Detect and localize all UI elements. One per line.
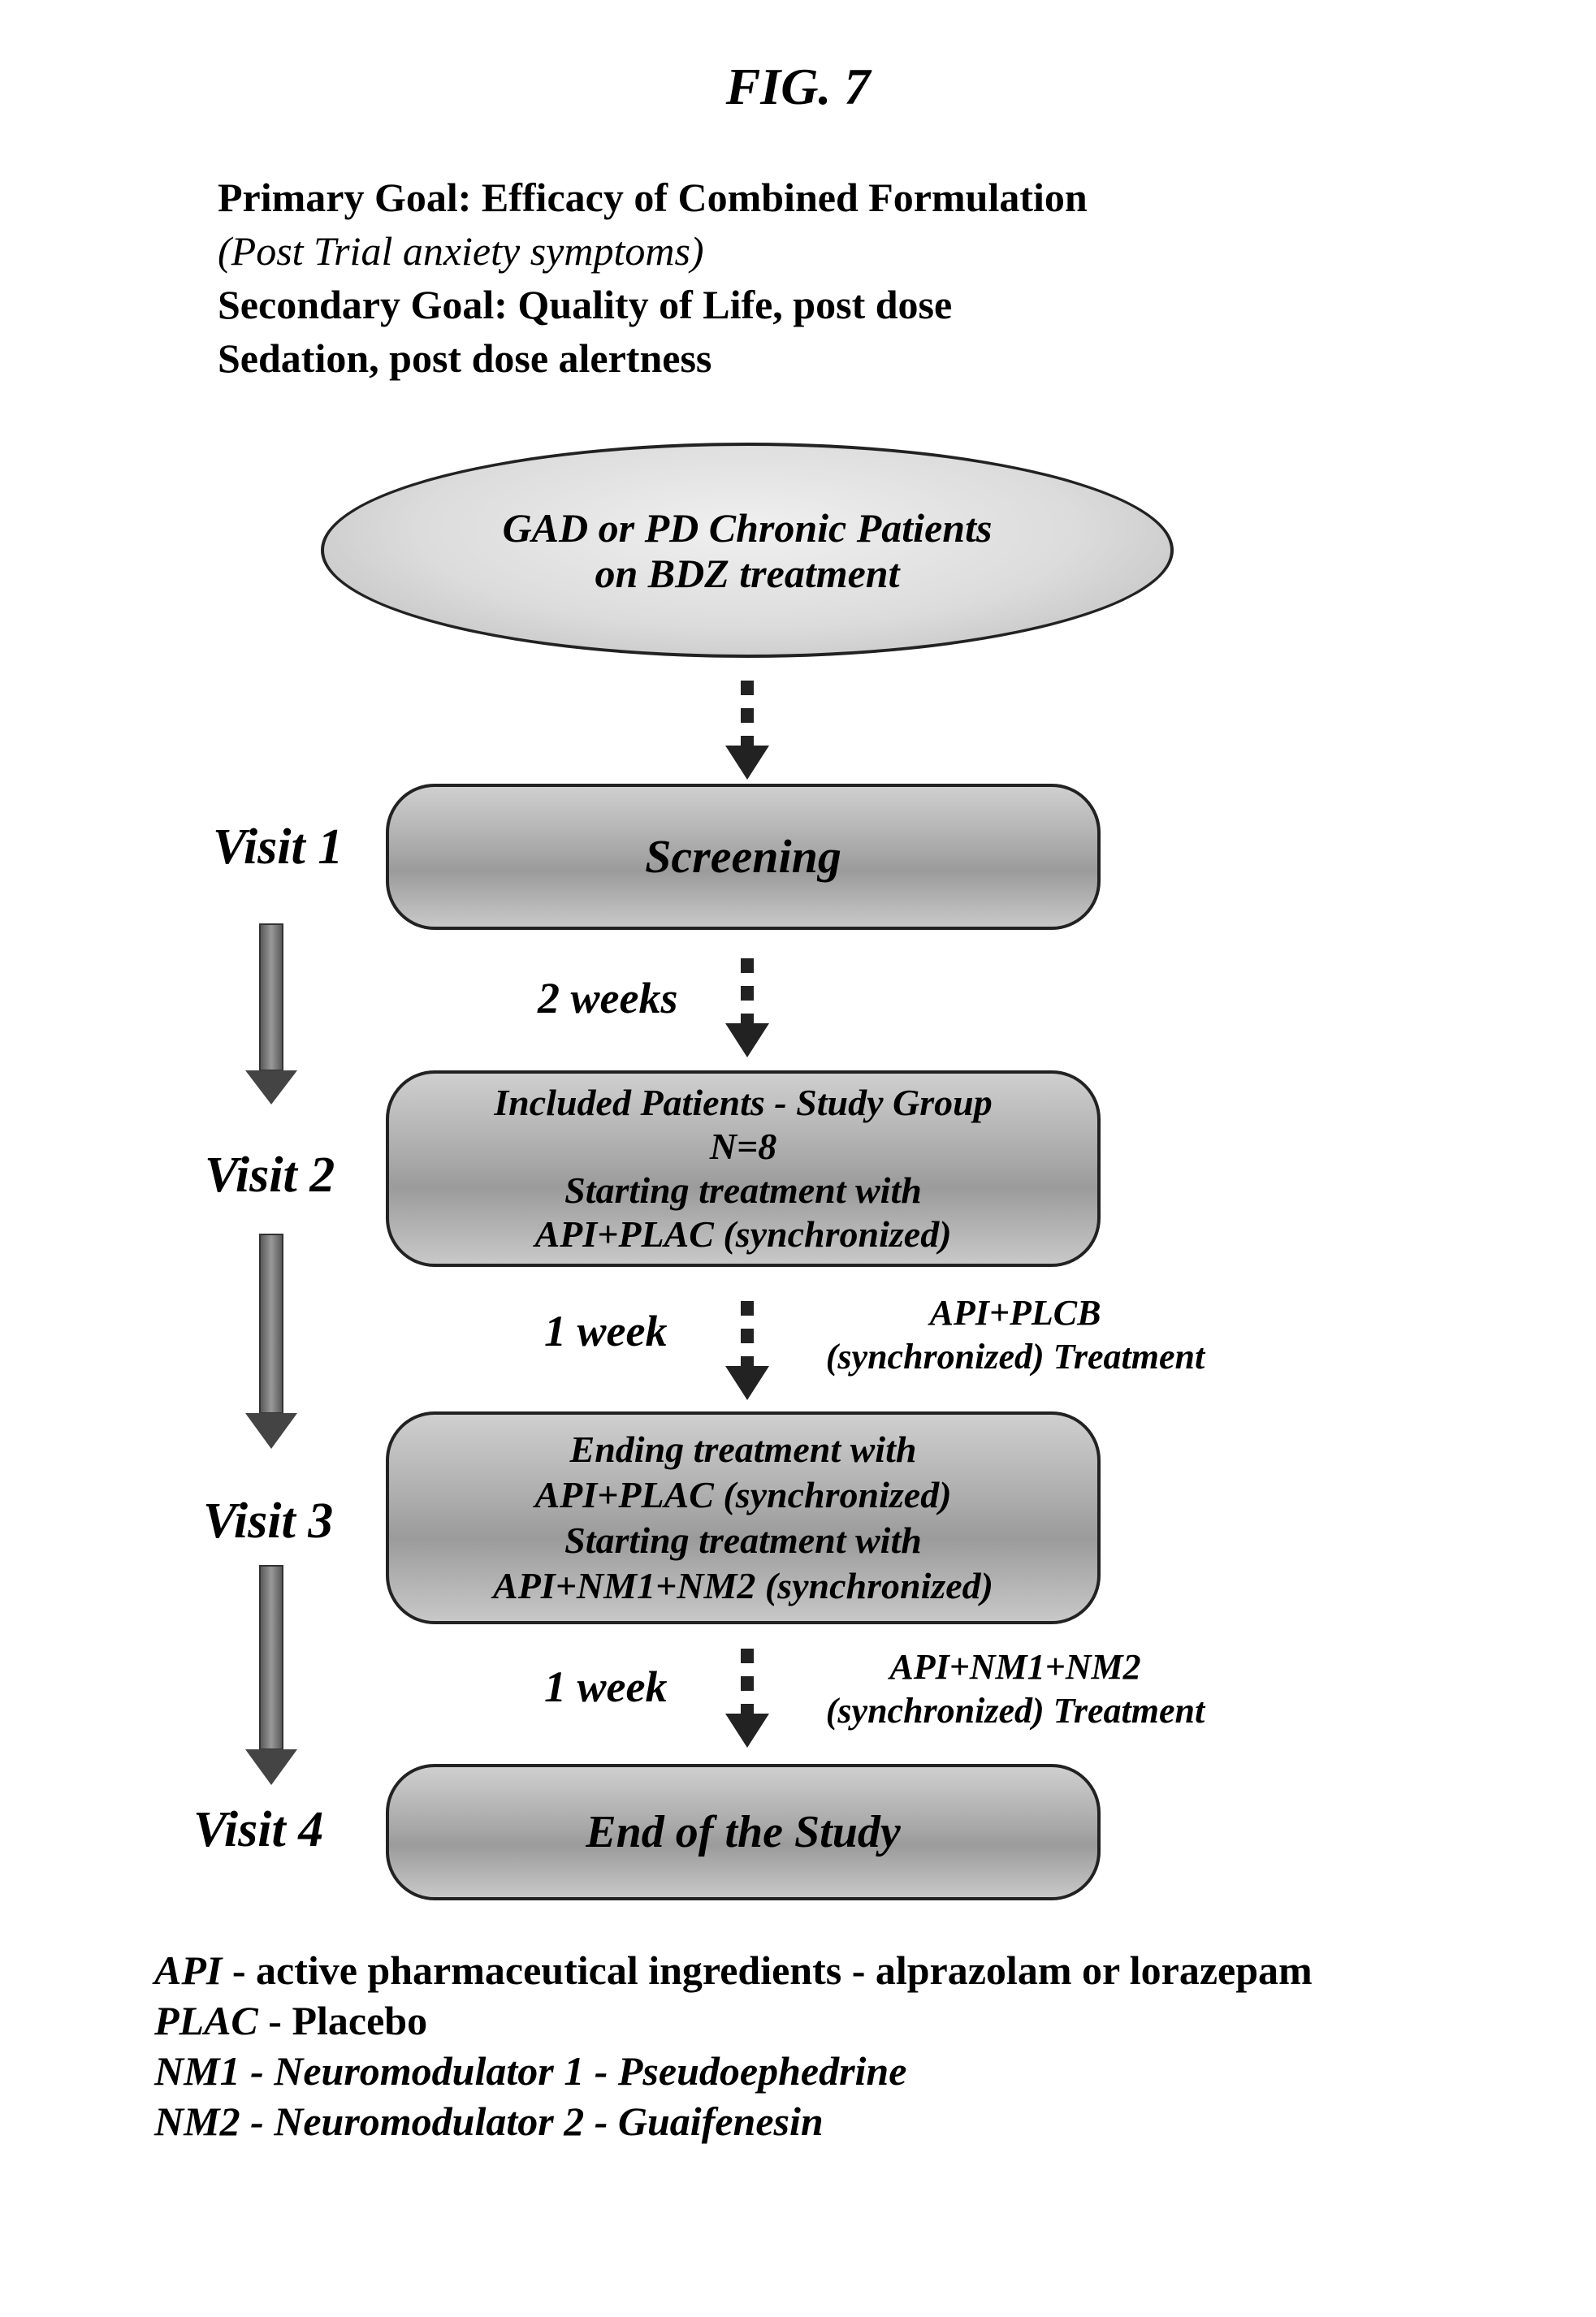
treatment-2-line2: (synchronized) Treatment (825, 1691, 1205, 1731)
legend: API - active pharmaceutical ingredients … (154, 1945, 1313, 2146)
treatment-2-label: API+NM1+NM2 (synchronized) Treatment (772, 1645, 1259, 1733)
patients-ellipse: GAD or PD Chronic Patients on BDZ treatm… (321, 443, 1174, 658)
ending-line3: Starting treatment with (564, 1519, 922, 1561)
included-line4: API+PLAC (synchronized) (534, 1213, 952, 1255)
figure-title: FIG. 7 (725, 58, 871, 115)
included-line2: N=8 (709, 1126, 777, 1167)
visit-3-label: Visit 3 (203, 1494, 334, 1549)
included-line1: Included Patients - Study Group (494, 1082, 993, 1123)
end-of-study-label: End of the Study (586, 1807, 901, 1857)
included-line3: Starting treatment with (564, 1169, 922, 1211)
timeline-arrow-1 (245, 923, 297, 1104)
ending-line2: API+PLAC (synchronized) (534, 1474, 952, 1515)
interval-3-label: 1 week (544, 1662, 668, 1711)
secondary-goal-line1: Secondary Goal: Quality of Life, post do… (218, 282, 953, 327)
goals-block: Primary Goal: Efficacy of Combined Formu… (218, 171, 1088, 385)
visit-2-label: Visit 2 (205, 1148, 335, 1203)
included-patients-box: Included Patients - Study Group N=8 Star… (386, 1070, 1101, 1267)
interval-2-label: 1 week (544, 1307, 668, 1355)
interval-1-label: 2 weeks (538, 974, 678, 1022)
ending-treatment-box: Ending treatment with API+PLAC (synchron… (386, 1411, 1101, 1624)
legend-plac: PLAC - Placebo (154, 1998, 428, 2043)
end-of-study-box: End of the Study (386, 1764, 1101, 1900)
secondary-goal-line2: Sedation, post dose alertness (218, 335, 712, 381)
ending-line1: Ending treatment with (569, 1429, 917, 1470)
timeline-arrow-2 (245, 1234, 297, 1449)
primary-goal-note: (Post Trial anxiety symptoms) (218, 228, 704, 274)
dotted-arrow-2 (725, 958, 769, 1057)
dotted-arrow-3 (725, 1301, 769, 1400)
treatment-1-line2: (synchronized) Treatment (825, 1337, 1205, 1377)
patients-line2: on BDZ treatment (595, 550, 900, 596)
dotted-arrow-1 (725, 681, 769, 780)
screening-box: Screening (386, 784, 1101, 930)
treatment-1-line1: API+PLCB (929, 1293, 1101, 1333)
legend-api: API - active pharmaceutical ingredients … (154, 1947, 1313, 1993)
patients-line1: GAD or PD Chronic Patients (502, 504, 993, 551)
legend-nm2: NM2 - Neuromodulator 2 - Guaifenesin (154, 2099, 824, 2144)
treatment-2-line1: API+NM1+NM2 (889, 1647, 1141, 1687)
dotted-arrow-4 (725, 1649, 769, 1748)
treatment-1-label: API+PLCB (synchronized) Treatment (772, 1291, 1259, 1379)
legend-nm1: NM1 - Neuromodulator 1 - Pseudoephedrine (154, 2048, 907, 2094)
visit-1-label: Visit 1 (213, 819, 344, 875)
primary-goal: Primary Goal: Efficacy of Combined Formu… (218, 175, 1088, 220)
visit-4-label: Visit 4 (193, 1802, 324, 1857)
timeline-arrow-3 (245, 1565, 297, 1785)
screening-label: Screening (645, 830, 841, 883)
ending-line4: API+NM1+NM2 (synchronized) (493, 1565, 993, 1606)
